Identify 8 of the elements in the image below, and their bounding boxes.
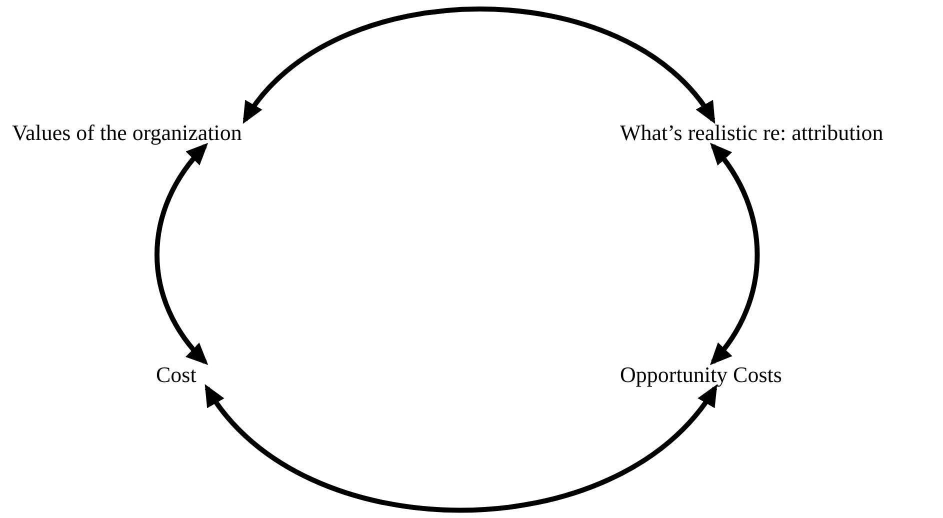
curved-double-arrow [154, 142, 208, 366]
node-label: What’s realistic re: attribution [620, 120, 884, 146]
node-label: Opportunity Costs [620, 362, 782, 388]
curved-double-arrow [204, 384, 718, 513]
node-label: Values of the organization [12, 120, 242, 146]
curved-double-arrow [710, 142, 760, 366]
node-label: Cost [156, 362, 196, 388]
curved-double-arrow [242, 6, 716, 124]
